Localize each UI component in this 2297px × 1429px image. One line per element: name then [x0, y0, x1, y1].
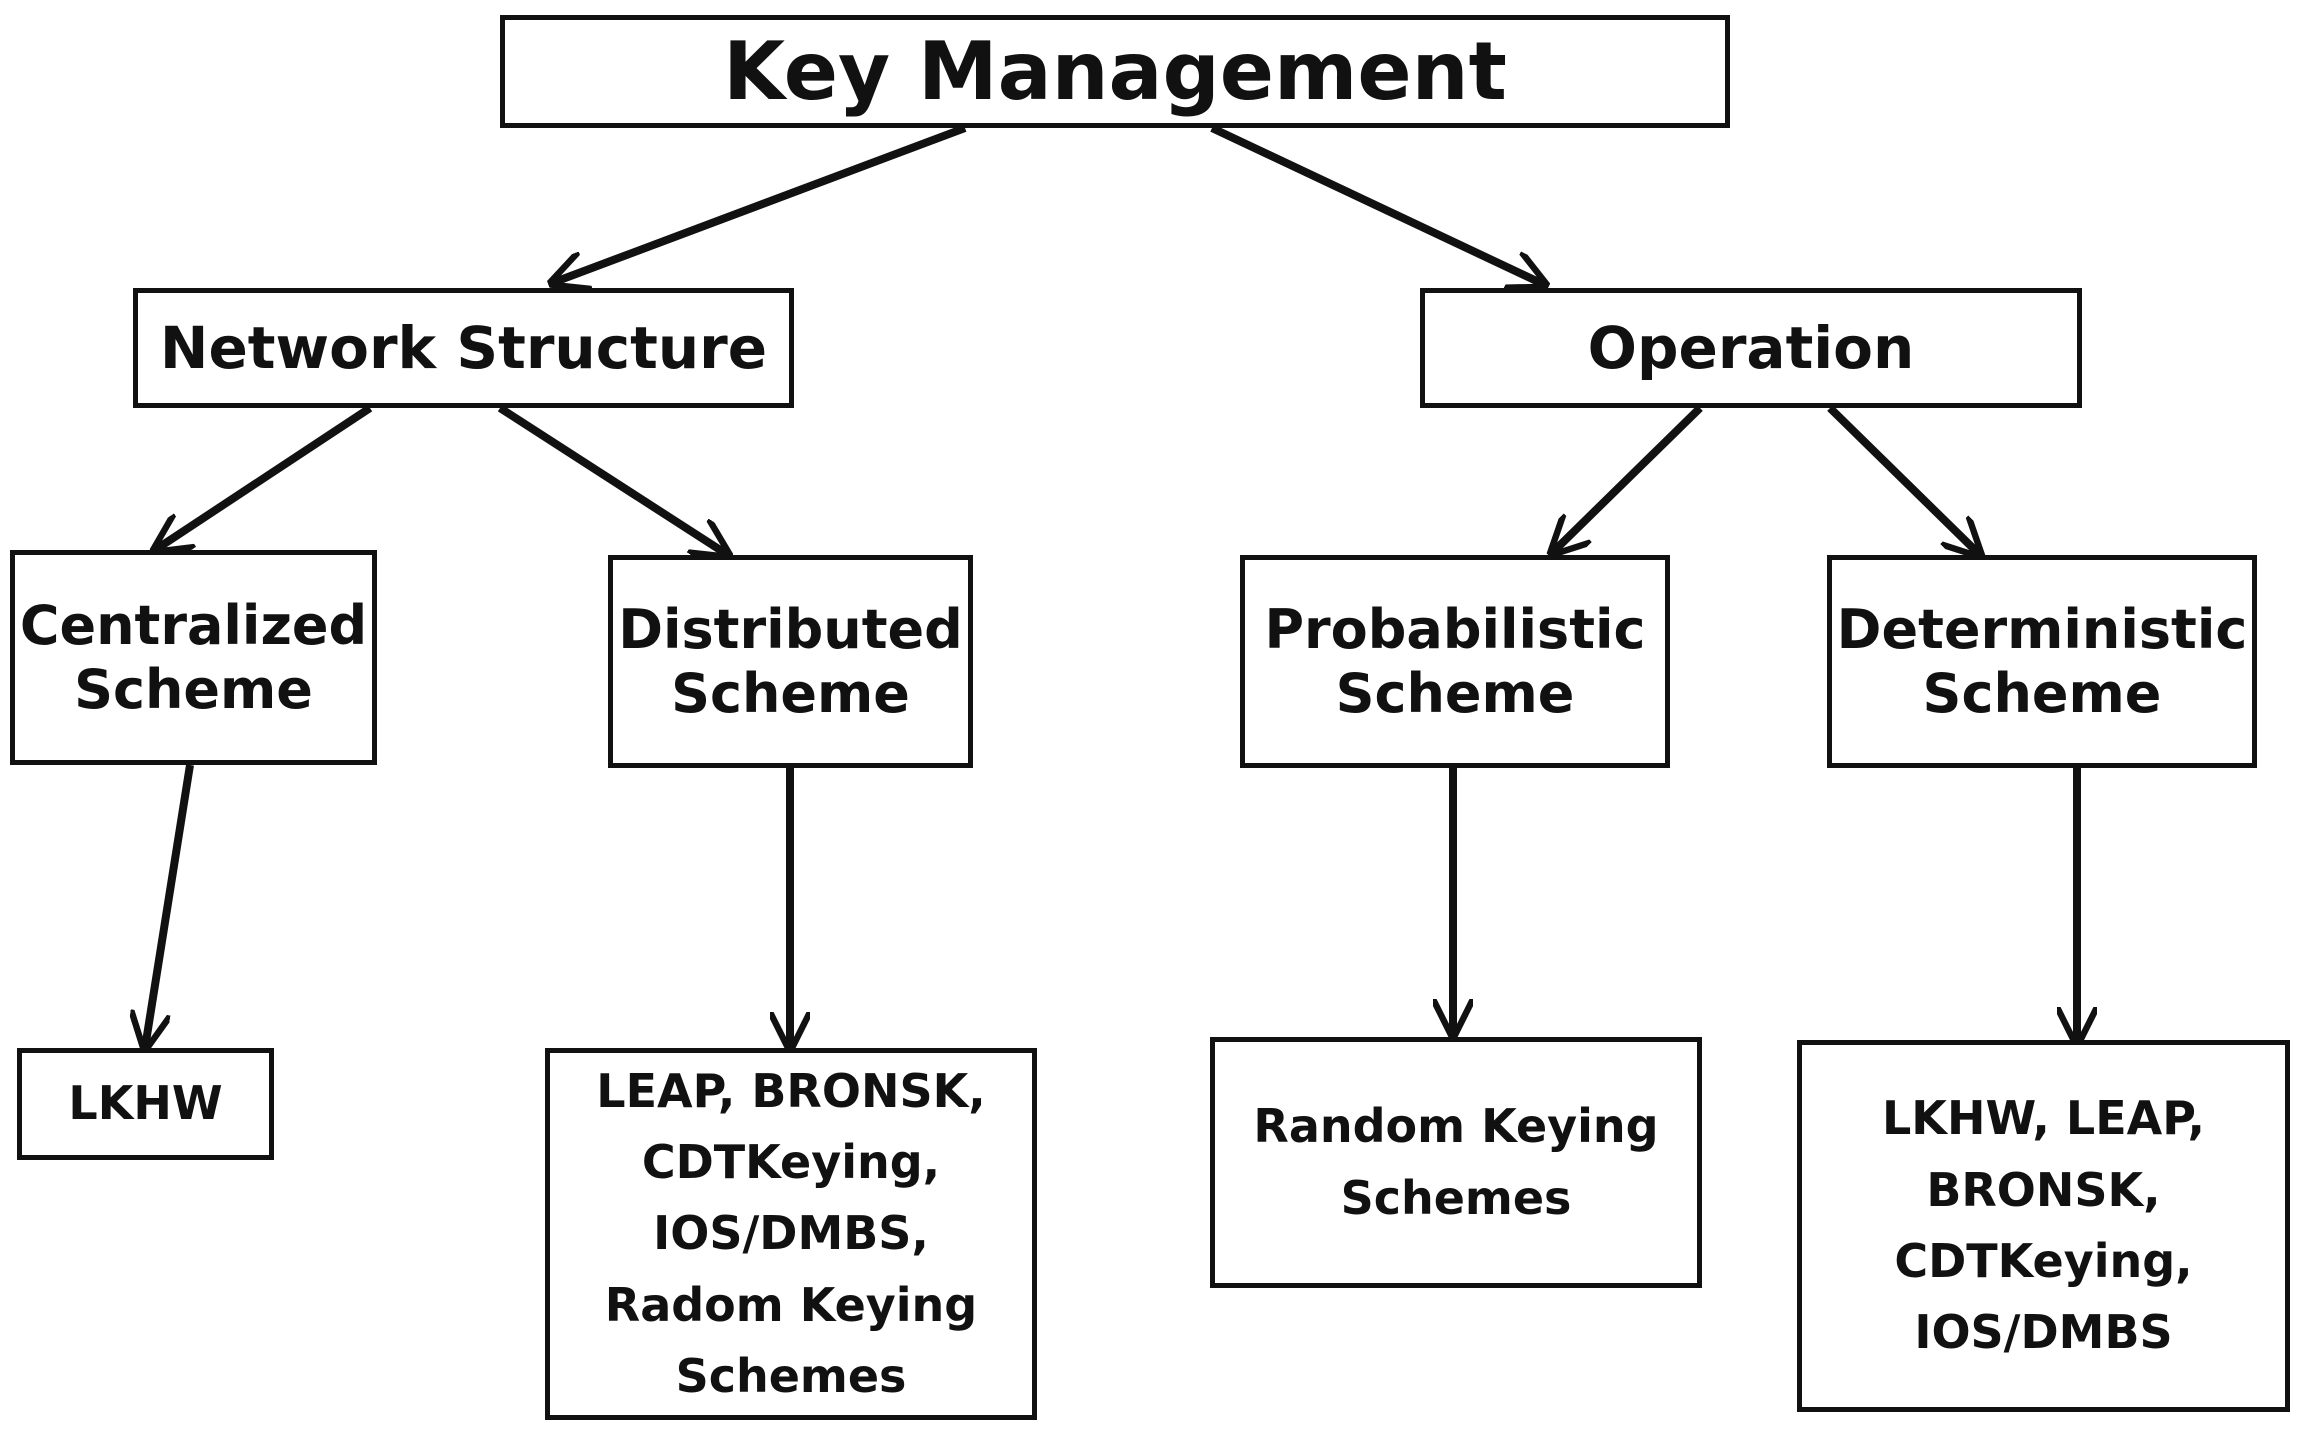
node-centralized-scheme: Centralized Scheme — [10, 550, 377, 765]
node-distributed-scheme: Distributed Scheme — [608, 555, 973, 768]
root-node-label: Key Management — [723, 25, 1507, 118]
arrow-root-to-operation — [1210, 124, 1545, 285]
node-probabilistic-examples: Random Keying Schemes — [1210, 1037, 1702, 1288]
root-node-key-management: Key Management — [500, 15, 1730, 128]
arrow-operation-to-probabilistic — [1552, 405, 1703, 553]
node-centralized-examples: LKHW — [17, 1048, 274, 1160]
centralized-scheme-label: Centralized Scheme — [19, 593, 368, 721]
node-distributed-examples: LEAP, BRONSK, CDTKeying, IOS/DMBS, Radom… — [545, 1048, 1037, 1420]
arrow-network-to-distributed — [497, 404, 728, 555]
arrow-root-to-network-structure — [552, 124, 967, 283]
centralized-examples-label: LKHW — [68, 1076, 223, 1131]
node-deterministic-examples: LKHW, LEAP, BRONSK, CDTKeying, IOS/DMBS — [1797, 1040, 2290, 1412]
deterministic-examples-label: LKHW, LEAP, BRONSK, CDTKeying, IOS/DMBS — [1881, 1091, 2205, 1360]
arrow-centralized-to-lkhw — [145, 764, 194, 1048]
arrow-operation-to-deterministic — [1827, 405, 1980, 555]
distributed-examples-label: LEAP, BRONSK, CDTKeying, IOS/DMBS, Radom… — [596, 1063, 986, 1403]
node-probabilistic-scheme: Probabilistic Scheme — [1240, 555, 1670, 768]
operation-label: Operation — [1587, 314, 1915, 382]
distributed-scheme-label: Distributed Scheme — [618, 597, 963, 725]
deterministic-scheme-label: Deterministic Scheme — [1836, 597, 2248, 725]
node-network-structure: Network Structure — [133, 288, 794, 408]
node-operation: Operation — [1420, 288, 2082, 408]
node-deterministic-scheme: Deterministic Scheme — [1827, 555, 2257, 768]
probabilistic-examples-label: Random Keying Schemes — [1253, 1099, 1659, 1225]
arrow-network-to-centralized — [155, 404, 373, 550]
network-structure-label: Network Structure — [159, 314, 768, 382]
probabilistic-scheme-label: Probabilistic Scheme — [1264, 597, 1646, 725]
